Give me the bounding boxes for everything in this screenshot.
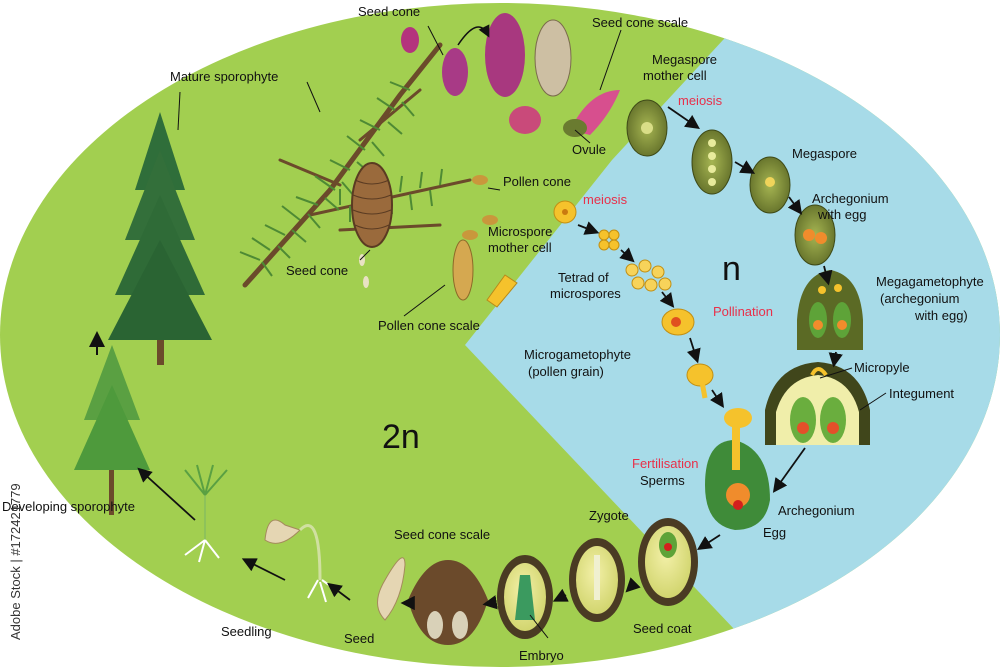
microspore-mother-cell-illustration [553,200,577,224]
zone-label-diploid: 2n [382,418,420,456]
seed-cone-scale-bottom-illustration [408,560,488,645]
label-pollination: Pollination [713,304,773,319]
label-leader-lines [177,25,887,639]
label-archegonium-with-egg: Archegonium with egg [812,191,892,222]
megagametophyte-illustration [797,270,863,350]
label-megaspore-mother-cell: Megaspore mother cell [643,52,721,83]
embryo-stage-illustration [497,555,553,639]
mature-tree-illustration [108,112,212,365]
seedling-illustration [264,519,337,603]
young-seedling-illustration [184,464,228,563]
label-mature-sporophyte: Mature sporophyte [170,69,278,84]
germinating-pollen-illustration [686,363,714,399]
haploid-region [465,3,1000,667]
seed-cone-top-illustration [401,13,572,134]
label-seedling: Seedling [221,624,272,639]
megaspore-mother-cell-illustration [626,99,668,157]
label-archegonium: Archegonium [778,503,855,518]
label-fertilisation: Fertilisation [632,456,698,471]
label-microgametophyte: Microgametophyte (pollen grain) [524,347,635,379]
label-pollen-cone: Pollen cone [503,174,571,189]
microspores-illustration [625,259,672,292]
arrow-seed-cone-enlarge [457,24,490,46]
label-tetrad-of-microspores: Tetrad of microspores [550,270,621,301]
label-embryo: Embryo [519,648,564,663]
label-ovule: Ovule [572,142,606,157]
developing-sporophyte-illustration [74,345,150,515]
label-meiosis-top: meiosis [678,93,723,108]
label-egg: Egg [763,525,786,540]
label-integument: Integument [889,386,954,401]
label-micropyle: Micropyle [854,360,910,375]
pollen-cone-scale-illustration [486,274,518,308]
fertilisation-illustration [705,408,770,530]
pollen-grain-illustration [661,308,695,336]
megaspore-tetrad-illustration [691,129,733,195]
pollen-cone-tips [462,175,498,240]
label-seed-cone-scale-top: Seed cone scale [592,15,688,30]
label-seed: Seed [344,631,374,646]
ovule-illustration [563,90,620,137]
seed-coat-stage-illustration [569,538,625,622]
label-zygote: Zygote [589,508,629,523]
label-meiosis-mid: meiosis [583,192,628,207]
watermark-text: Adobe Stock | #172421779 [8,483,23,640]
label-pollen-cone-scale: Pollen cone scale [378,318,480,333]
archegonium-with-egg-illustration [794,204,836,266]
label-developing-sporophyte: Developing sporophyte [2,499,135,514]
zygote-stage-illustration [638,518,698,606]
label-seed-coat: Seed coat [633,621,692,636]
label-sperms: Sperms [640,473,685,488]
zone-label-haploid: n [722,250,741,288]
cycle-arrows [137,106,843,611]
label-megaspore: Megaspore [792,146,857,161]
seed-illustration [377,557,406,621]
label-seed-cone-scale-bottom: Seed cone scale [394,527,490,542]
label-microspore-mother-cell: Microspore mother cell [488,224,556,255]
micropyle-integument-illustration [765,362,870,445]
pollen-cone-illustration [452,239,474,301]
tetrad-illustration [598,229,620,251]
seed-cone-mid-illustration [351,162,393,248]
label-seed-cone-mid: Seed cone [286,263,348,278]
megaspore-illustration [749,156,791,214]
label-megagametophyte: Megagametophyte (archegonium with egg) [876,274,987,323]
label-seed-cone-top: Seed cone [358,4,420,19]
